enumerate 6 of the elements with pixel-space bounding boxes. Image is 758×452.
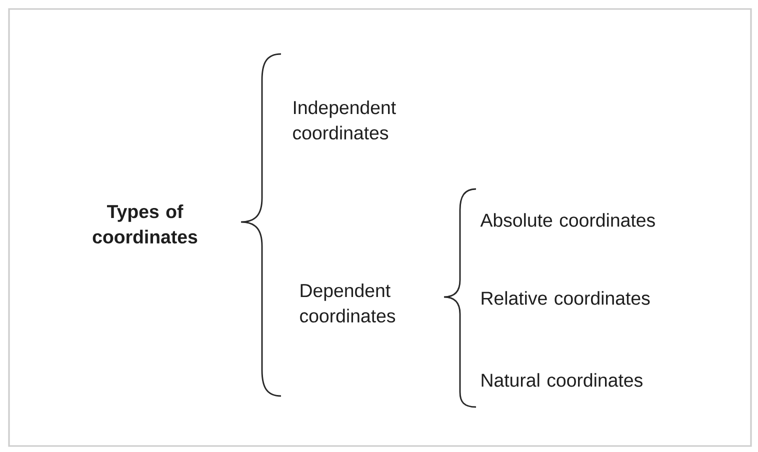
label-text: Dependent coordinates xyxy=(300,283,396,323)
label-text: Natural coordinates xyxy=(482,373,642,387)
heading: Types of coordinates xyxy=(92,204,198,244)
label-text: Independent coordinates xyxy=(293,100,396,140)
label-text: Absolute coordinates xyxy=(480,213,655,227)
label-text: Relative coordinates xyxy=(482,291,650,305)
